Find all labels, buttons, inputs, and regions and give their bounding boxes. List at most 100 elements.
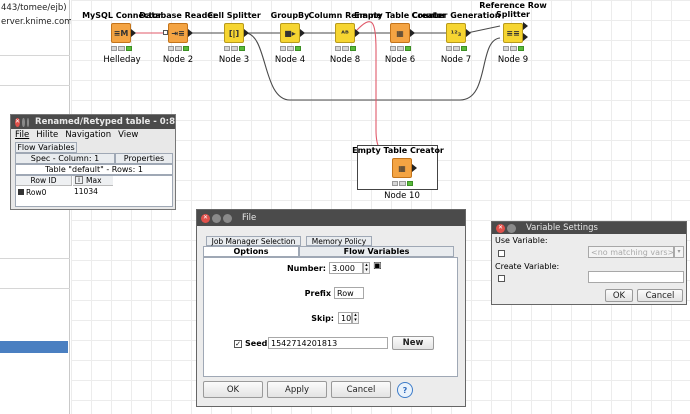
connection-line	[244, 32, 501, 101]
close-icon[interactable]: ✕	[15, 117, 21, 127]
node-label[interactable]: Node 2	[162, 55, 194, 65]
minimize-icon[interactable]	[507, 223, 516, 233]
close-icon[interactable]: ✕	[496, 223, 505, 233]
apply-button[interactable]: Apply	[267, 381, 327, 398]
tab-flow-variables[interactable]: Flow Variables	[15, 142, 77, 153]
menu-navigation[interactable]: Navigation	[65, 130, 112, 140]
skip-stepper[interactable]: ▴▾	[352, 312, 359, 324]
cell-splitter-icon[interactable]: [|]	[224, 23, 244, 43]
counter-generation-icon[interactable]: ¹²₃	[446, 23, 466, 43]
cancel-button[interactable]: Cancel	[331, 381, 391, 398]
output-port[interactable]	[412, 164, 417, 172]
tab-spec[interactable]: Spec - Column: 1	[15, 153, 115, 164]
data-table: Row ID I Max Row0 11034	[15, 175, 173, 207]
seed-checkbox[interactable]: ✓	[234, 340, 242, 348]
column-header-max[interactable]: I Max	[73, 176, 113, 186]
output-port[interactable]	[300, 29, 305, 37]
new-seed-button[interactable]: New	[392, 336, 434, 350]
help-icon[interactable]: ?	[397, 382, 413, 398]
server-host-text: erver.knime.com	[1, 17, 73, 27]
output-port[interactable]	[410, 29, 415, 37]
output-port[interactable]	[523, 33, 528, 41]
status-traffic-light	[335, 46, 356, 51]
seed-label: Seed	[245, 339, 268, 348]
output-port[interactable]	[466, 29, 471, 37]
node-label[interactable]: Node 4	[274, 55, 306, 65]
tab-memory-policy[interactable]: Memory Policy	[306, 236, 372, 246]
row-splitter-icon[interactable]: ≡≡	[503, 23, 523, 43]
database-connector-icon[interactable]: ≡M	[111, 23, 131, 43]
node-label[interactable]: Node 3	[218, 55, 250, 65]
node-label[interactable]: Helleday	[103, 55, 141, 65]
variable-settings-dialog: ✕ Variable Settings Use Variable: <no ma…	[491, 221, 687, 305]
dialog-titlebar[interactable]: ✕ File	[197, 210, 465, 226]
input-port[interactable]	[163, 30, 168, 35]
status-traffic-light	[446, 46, 467, 51]
prefix-input[interactable]: Row	[334, 287, 364, 299]
window-title: Renamed/Retyped table - 0:8	[35, 117, 175, 127]
menu-hilite[interactable]: Hilite	[36, 130, 59, 140]
output-port[interactable]	[131, 29, 136, 37]
dialog-titlebar[interactable]: ✕ Variable Settings	[492, 222, 686, 234]
node-label[interactable]: Node 8	[329, 55, 361, 65]
chevron-down-icon[interactable]: ▾	[674, 246, 684, 258]
tab-job-manager-selection[interactable]: Job Manager Selection	[206, 236, 301, 246]
skip-input[interactable]: 10	[338, 312, 352, 324]
column-header-rowid[interactable]: Row ID	[16, 176, 72, 186]
dialog-title: Variable Settings	[526, 223, 598, 233]
panel-divider	[0, 85, 70, 86]
create-variable-checkbox[interactable]	[498, 275, 505, 282]
tab-options[interactable]: Options	[203, 246, 299, 257]
panel-divider	[0, 258, 70, 259]
max-value-cell[interactable]: 11034	[74, 187, 98, 196]
server-path-text: 443/tomee/ejb)	[1, 3, 67, 13]
file-dialog: ✕ File Job Manager Selection Memory Poli…	[196, 209, 466, 407]
seed-input[interactable]: 1542714201813	[268, 337, 388, 349]
table-creator-icon[interactable]: ▦	[392, 158, 412, 178]
node-title: Counter Generation	[411, 11, 501, 20]
node-label[interactable]: Node 6	[384, 55, 416, 65]
ok-button[interactable]: OK	[203, 381, 263, 398]
menu-bar: File Hilite Navigation View	[11, 129, 175, 141]
output-port[interactable]	[523, 22, 528, 30]
column-header-label: Max	[86, 176, 102, 185]
tab-properties[interactable]: Properties	[115, 153, 173, 164]
skip-label: Skip:	[311, 314, 334, 323]
node-title: Reference Row Splitter	[479, 1, 547, 19]
output-port[interactable]	[188, 29, 193, 37]
table-row[interactable]: Row0	[16, 187, 72, 197]
minimize-icon[interactable]	[212, 213, 221, 223]
node-label[interactable]: Node 7	[440, 55, 472, 65]
node-label[interactable]: Node 9	[497, 55, 529, 65]
output-port[interactable]	[355, 29, 360, 37]
ok-button[interactable]: OK	[605, 289, 633, 302]
tab-table-default[interactable]: Table "default" - Rows: 1	[15, 164, 173, 175]
variable-select[interactable]: <no matching vars>	[588, 246, 674, 258]
column-rename-icon[interactable]: ᴬᴮ	[335, 23, 355, 43]
menu-file[interactable]: File	[15, 130, 30, 140]
output-port[interactable]	[244, 29, 249, 37]
close-icon[interactable]: ✕	[201, 213, 210, 223]
node-title: Cell Splitter	[207, 11, 261, 20]
tab-flow-variables[interactable]: Flow Variables	[299, 246, 454, 257]
maximize-icon[interactable]	[223, 213, 232, 223]
table-creator-icon[interactable]: ▦	[390, 23, 410, 43]
prefix-label: Prefix	[304, 289, 331, 298]
use-variable-checkbox[interactable]	[498, 250, 505, 257]
node-label[interactable]: Node 10	[384, 191, 420, 201]
groupby-icon[interactable]: ■▸	[280, 23, 300, 43]
selected-tree-item[interactable]	[0, 341, 68, 353]
create-variable-input[interactable]	[588, 271, 684, 283]
node-title: Database Reader	[139, 11, 217, 20]
minimize-icon[interactable]	[22, 117, 25, 127]
number-input[interactable]: 3.000	[329, 262, 363, 274]
maximize-icon[interactable]	[26, 117, 30, 127]
cancel-button[interactable]: Cancel	[637, 289, 683, 302]
database-reader-icon[interactable]: ⇥≡	[168, 23, 188, 43]
menu-view[interactable]: View	[118, 130, 139, 140]
window-titlebar[interactable]: ✕ Renamed/Retyped table - 0:8	[11, 115, 175, 129]
number-stepper[interactable]: ▴▾	[363, 262, 370, 274]
flow-variable-icon[interactable]: ▣	[373, 261, 382, 271]
node-title: Empty Table Creator	[354, 11, 446, 20]
status-traffic-light	[168, 46, 189, 51]
